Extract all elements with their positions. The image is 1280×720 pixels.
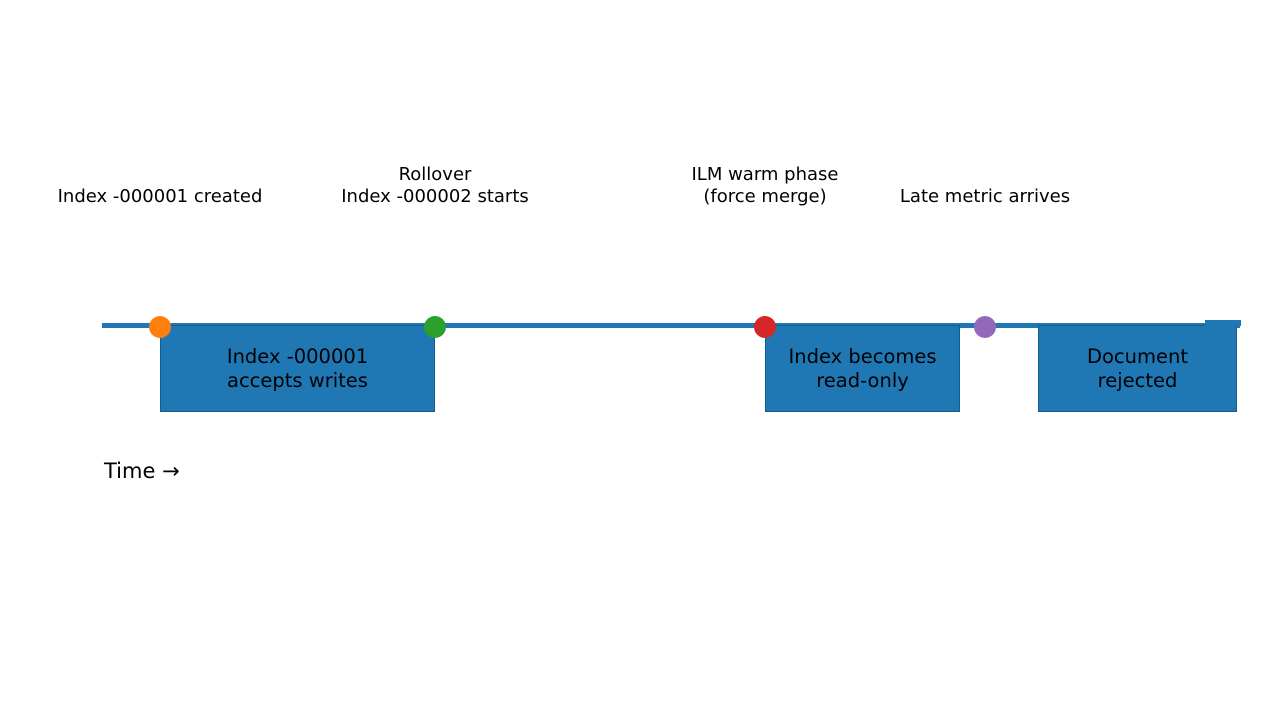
timeline-line bbox=[102, 323, 1240, 328]
event-marker-rollover bbox=[424, 316, 446, 338]
span-index-accepts-writes: Index -000001 accepts writes bbox=[160, 325, 435, 412]
event-label-late-metric: Late metric arrives bbox=[899, 186, 1071, 207]
event-label-index-created: Index -000001 created bbox=[57, 186, 263, 207]
span-label-read-only: Index becomes read-only bbox=[788, 344, 937, 392]
span-index-read-only: Index becomes read-only bbox=[765, 325, 960, 412]
timeline-line-end bbox=[1205, 320, 1241, 326]
event-marker-index-created bbox=[149, 316, 171, 338]
span-label-accepts-writes: Index -000001 accepts writes bbox=[226, 344, 369, 392]
time-axis-label: Time → bbox=[104, 459, 180, 483]
event-marker-late-metric bbox=[974, 316, 996, 338]
event-label-ilm-warm-phase: ILM warm phase (force merge) bbox=[691, 164, 839, 207]
event-label-rollover: Rollover Index -000002 starts bbox=[341, 164, 529, 207]
event-marker-ilm-warm-phase bbox=[754, 316, 776, 338]
span-label-document-rejected: Document rejected bbox=[1086, 344, 1189, 392]
span-document-rejected: Document rejected bbox=[1038, 325, 1237, 412]
